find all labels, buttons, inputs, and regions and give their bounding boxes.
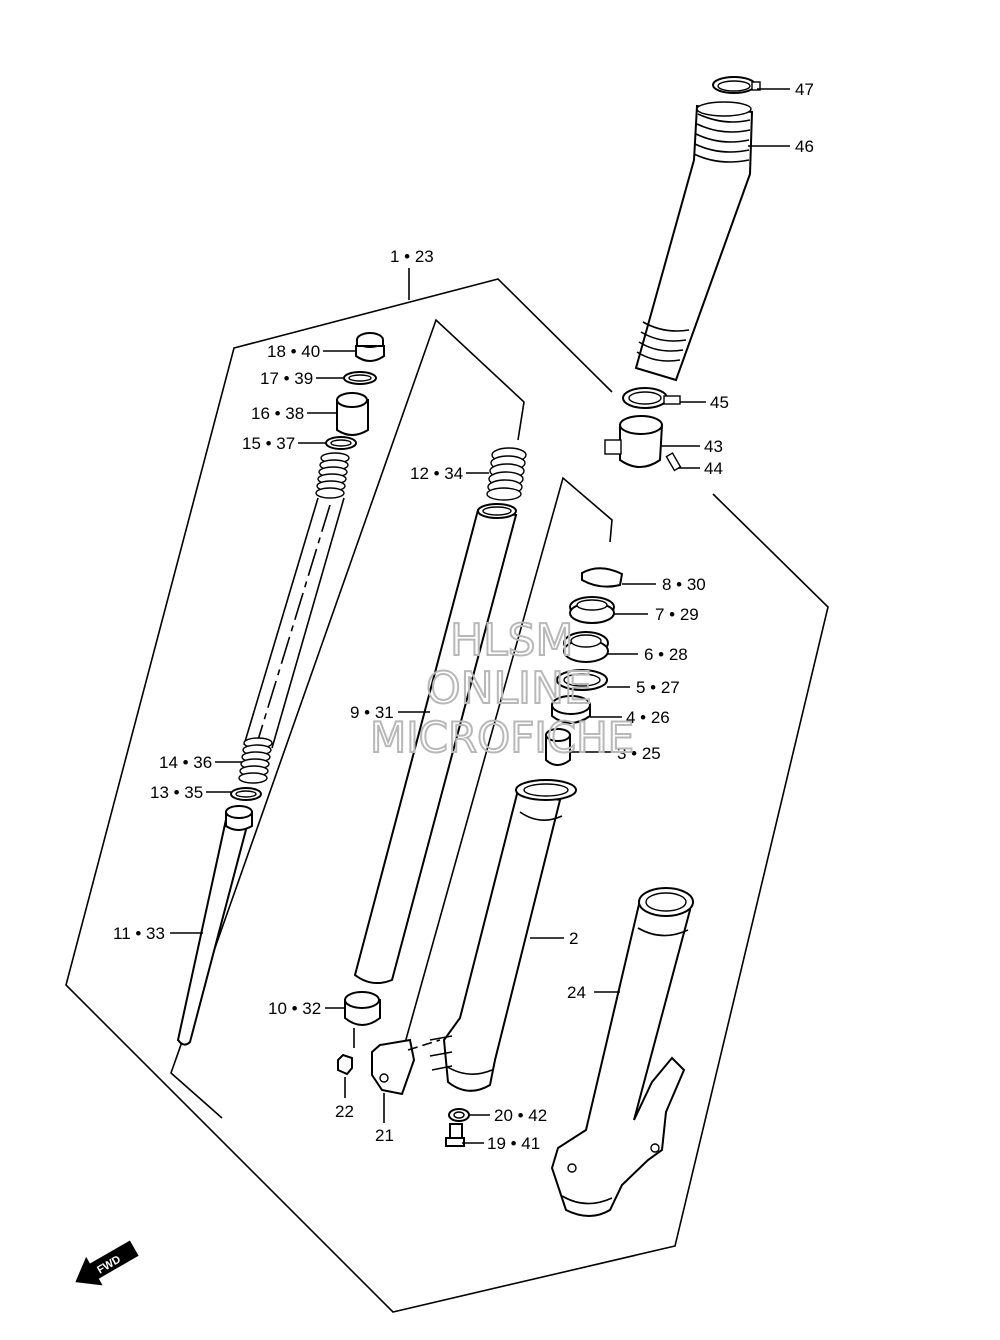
dust-boot-46 — [634, 101, 754, 382]
callout-5-27: 5 • 27 — [636, 678, 680, 697]
callout-16-38: 16 • 38 — [251, 404, 304, 423]
inner-tube-9 — [353, 503, 518, 985]
callout-20-42: 20 • 42 — [494, 1106, 547, 1125]
callout-11-33: 11 • 33 — [113, 924, 165, 943]
leader-lines — [170, 88, 790, 1144]
clamp-47 — [712, 76, 761, 94]
cap-bolt-18 — [355, 332, 385, 362]
outer-tube-24 — [550, 887, 694, 1217]
callout-4-26: 4 • 26 — [626, 708, 670, 727]
callout-43: 43 — [704, 437, 723, 456]
callout-15-37: 15 • 37 — [242, 434, 295, 453]
callout-19-41: 19 • 41 — [487, 1134, 540, 1153]
callout-24: 24 — [567, 983, 586, 1002]
callout-12-34: 12 • 34 — [410, 464, 463, 483]
callout-9-31: 9 • 31 — [350, 703, 394, 722]
bushing-10 — [344, 991, 381, 1026]
watermark-line-2: ONLINE — [426, 663, 592, 714]
callout-18-40: 18 • 40 — [267, 342, 320, 361]
axle-holder-21 — [371, 1038, 416, 1096]
dust-seal-8 — [581, 567, 624, 588]
spring-upper-coils — [315, 452, 350, 499]
callout-7-29: 7 • 29 — [655, 605, 699, 624]
spacer-16 — [336, 392, 369, 436]
washer-5 — [556, 669, 608, 691]
spacer-43 — [604, 415, 664, 468]
callout-47: 47 — [795, 80, 814, 99]
callout-1-23: 1 • 23 — [390, 247, 434, 266]
callout-13-35: 13 • 35 — [150, 783, 203, 802]
callout-6-28: 6 • 28 — [644, 645, 688, 664]
callout-21: 21 — [375, 1126, 394, 1145]
o-ring-17 — [343, 371, 377, 385]
callout-44: 44 — [704, 459, 723, 478]
screw-44 — [665, 452, 682, 472]
assembly-outline — [65, 278, 829, 1313]
callout-3-25: 3 • 25 — [617, 744, 661, 763]
washer-15 — [325, 436, 357, 450]
nut-22 — [337, 1053, 353, 1076]
washer-13 — [230, 787, 262, 801]
washer-20 — [448, 1108, 470, 1122]
spring-14 — [238, 737, 273, 784]
callout-46: 46 — [795, 137, 814, 156]
callout-8-30: 8 • 30 — [662, 575, 706, 594]
watermark: HLSM ONLINE MICROFICHE — [369, 614, 635, 763]
damper-rod-11 — [176, 805, 253, 1046]
inner-tube-bracket — [170, 318, 525, 1119]
clamp-45 — [622, 387, 681, 409]
spring-12 — [486, 447, 527, 501]
bushing-3 — [545, 728, 571, 766]
callout-45: 45 — [710, 393, 729, 412]
stopper-ring-7 — [569, 596, 615, 624]
watermark-line-1: HLSM — [450, 615, 574, 666]
callout-14-36: 14 • 36 — [159, 753, 212, 772]
outer-tube-2 — [429, 779, 577, 1092]
callout-10-32: 10 • 32 — [268, 999, 321, 1018]
callout-2: 2 — [569, 929, 578, 948]
spring-body — [243, 497, 345, 749]
oil-seal-6 — [563, 631, 609, 663]
fwd-arrow-icon: FWD — [75, 1240, 139, 1286]
watermark-line-3: MICROFICHE — [370, 713, 634, 762]
callout-22: 22 — [335, 1102, 354, 1121]
bolt-19 — [445, 1123, 465, 1147]
bushing-4 — [551, 695, 591, 724]
fwd-label: FWD — [95, 1253, 123, 1276]
callout-17-39: 17 • 39 — [260, 369, 313, 388]
